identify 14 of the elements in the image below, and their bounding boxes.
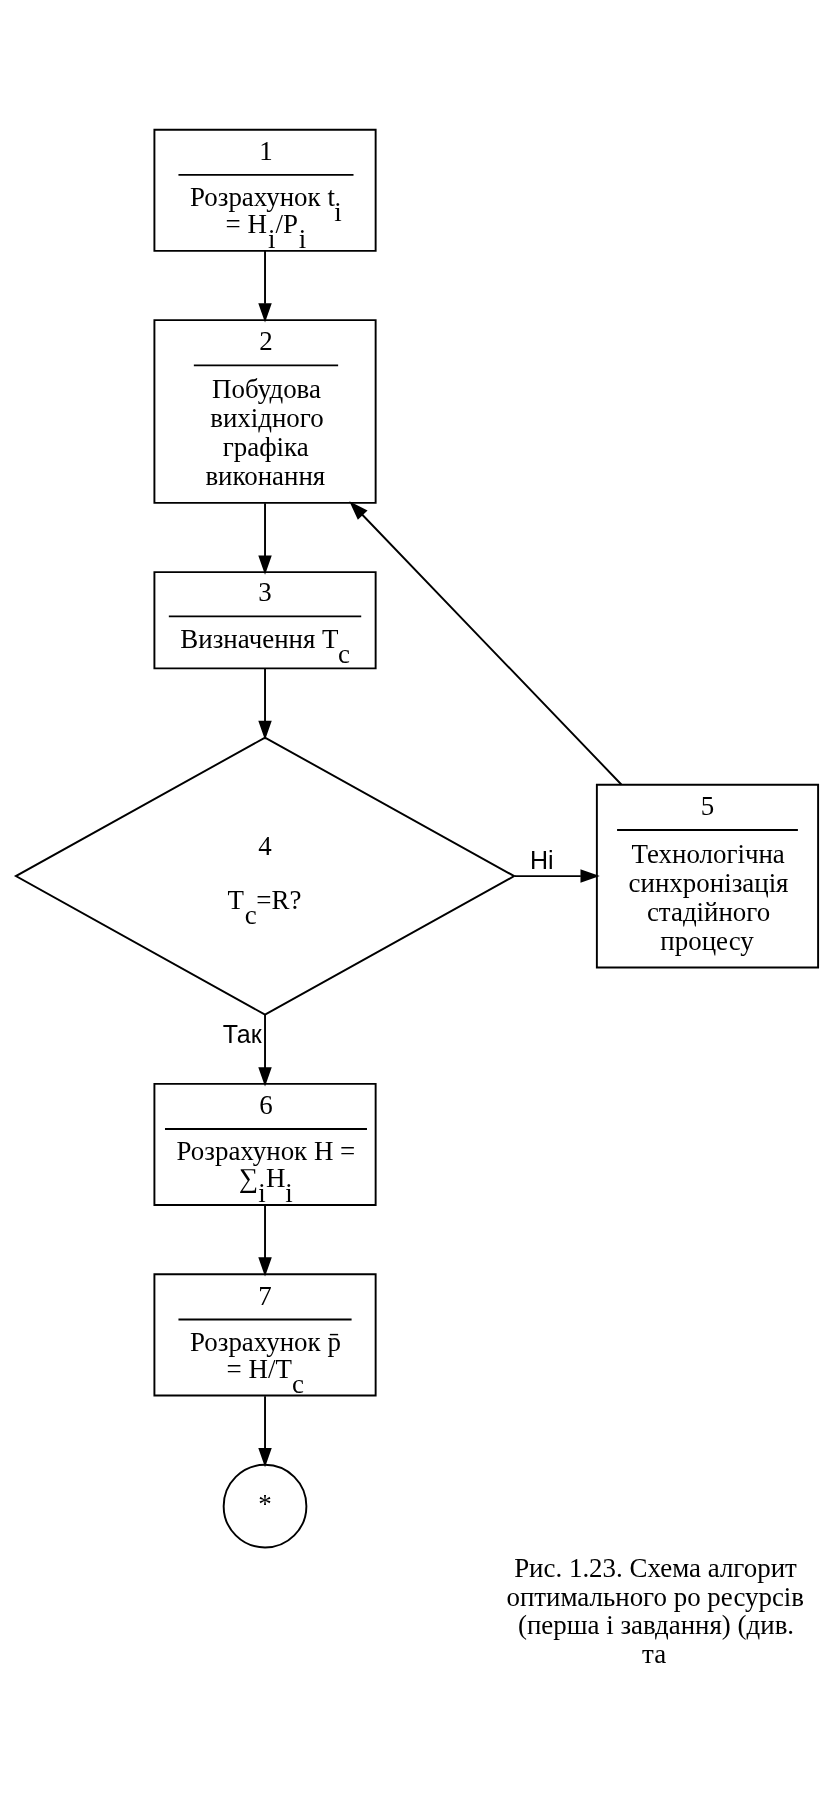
arrow (258, 1203, 272, 1277)
arrow (258, 666, 272, 740)
node-box: 5 Технологічна синхронізація стадійного процесу (595, 783, 820, 968)
edge-label: Ні (530, 845, 554, 874)
arrow (258, 501, 272, 575)
arrow (258, 1013, 272, 1087)
node-circle: * (222, 1463, 308, 1548)
arrow (258, 249, 272, 323)
caption: Рис. 1.23. Схема алгорит оптимального ро ресурсів (перша і завдання) (див. та (506, 1552, 805, 1669)
edge-label: Так (222, 1019, 262, 1048)
arrow (258, 1394, 272, 1467)
arrow (349, 500, 623, 785)
arrow (513, 868, 600, 883)
node-box: 2 Побудова вихідного графіка виконання (153, 318, 377, 504)
